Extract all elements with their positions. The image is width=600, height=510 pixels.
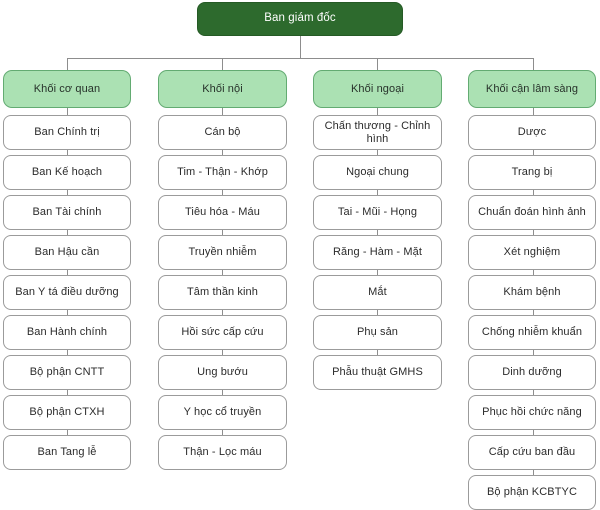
node-item-ban-hanh-chinh[interactable]: Ban Hành chính	[3, 315, 131, 350]
connector	[67, 350, 68, 355]
connector	[533, 108, 534, 115]
node-item-ban-y-ta-dieu-duong[interactable]: Ban Y tá điều dưỡng	[3, 275, 131, 310]
connector	[377, 190, 378, 195]
node-item-ban-tai-chinh[interactable]: Ban Tài chính	[3, 195, 131, 230]
connector	[222, 190, 223, 195]
connector	[533, 310, 534, 315]
connector	[222, 58, 223, 70]
node-group-khoi-ngoai[interactable]: Khối ngoại	[313, 70, 442, 108]
node-item-tim-than-khop[interactable]: Tim - Thận - Khớp	[158, 155, 287, 190]
connector	[533, 190, 534, 195]
node-item-ban-chinh-tri[interactable]: Ban Chính trị	[3, 115, 131, 150]
connector	[222, 390, 223, 395]
connector	[533, 430, 534, 435]
connector	[67, 150, 68, 155]
node-item-chong-nhiem-khuan[interactable]: Chống nhiễm khuẩn	[468, 315, 596, 350]
node-item-ban-tang-le[interactable]: Ban Tang lễ	[3, 435, 131, 470]
connector	[222, 430, 223, 435]
node-item-mat[interactable]: Mắt	[313, 275, 442, 310]
connector	[67, 430, 68, 435]
node-item-tieu-hoa-mau[interactable]: Tiêu hóa - Máu	[158, 195, 287, 230]
node-item-chuan-doan-hinh-anh[interactable]: Chuẩn đoán hình ảnh	[468, 195, 596, 230]
node-item-ung-buou[interactable]: Ung bướu	[158, 355, 287, 390]
node-item-can-bo[interactable]: Cán bộ	[158, 115, 287, 150]
node-group-khoi-noi[interactable]: Khối nội	[158, 70, 287, 108]
connector	[377, 350, 378, 355]
connector	[533, 150, 534, 155]
node-item-dinh-duong[interactable]: Dinh dưỡng	[468, 355, 596, 390]
connector	[377, 230, 378, 235]
node-item-bo-phan-ctxh[interactable]: Bộ phận CTXH	[3, 395, 131, 430]
connector	[67, 108, 68, 115]
node-item-ban-hau-can[interactable]: Ban Hậu cần	[3, 235, 131, 270]
node-item-bo-phan-cntt[interactable]: Bộ phận CNTT	[3, 355, 131, 390]
connector	[533, 58, 534, 70]
node-item-tai-mui-hong[interactable]: Tai - Mũi - Họng	[313, 195, 442, 230]
connector	[222, 108, 223, 115]
node-group-khoi-co-quan[interactable]: Khối cơ quan	[3, 70, 131, 108]
connector	[377, 108, 378, 115]
node-item-y-hoc-co-truyen[interactable]: Y học cổ truyền	[158, 395, 287, 430]
node-item-truyen-nhiem[interactable]: Truyền nhiễm	[158, 235, 287, 270]
node-item-xet-nghiem[interactable]: Xét nghiệm	[468, 235, 596, 270]
connector	[533, 350, 534, 355]
node-item-phau-thuat-gmhs[interactable]: Phẫu thuật GMHS	[313, 355, 442, 390]
node-item-cap-cuu-ban-dau[interactable]: Cấp cứu ban đầu	[468, 435, 596, 470]
node-item-ban-ke-hoach[interactable]: Ban Kế hoạch	[3, 155, 131, 190]
node-item-phu-san[interactable]: Phụ sản	[313, 315, 442, 350]
node-item-trang-bi[interactable]: Trang bị	[468, 155, 596, 190]
connector	[222, 350, 223, 355]
connector	[67, 390, 68, 395]
connector	[67, 230, 68, 235]
node-item-duoc[interactable]: Dược	[468, 115, 596, 150]
connector	[377, 58, 378, 70]
connector	[67, 58, 533, 59]
node-group-khoi-can-lam-sang[interactable]: Khối cận lâm sàng	[468, 70, 596, 108]
connector	[300, 36, 301, 58]
node-item-than-loc-mau[interactable]: Thận - Lọc máu	[158, 435, 287, 470]
connector	[67, 58, 68, 70]
node-item-ngoai-chung[interactable]: Ngoại chung	[313, 155, 442, 190]
connector	[222, 310, 223, 315]
node-item-kham-benh[interactable]: Khám bệnh	[468, 275, 596, 310]
node-item-hoi-suc-cap-cuu[interactable]: Hồi sức cấp cứu	[158, 315, 287, 350]
connector	[533, 390, 534, 395]
connector	[377, 270, 378, 275]
connector	[533, 270, 534, 275]
node-root[interactable]: Ban giám đốc	[197, 2, 403, 36]
connector	[67, 310, 68, 315]
node-item-rang-ham-mat[interactable]: Răng - Hàm - Mặt	[313, 235, 442, 270]
connector	[222, 270, 223, 275]
node-item-tam-than-kinh[interactable]: Tâm thần kinh	[158, 275, 287, 310]
connector	[533, 230, 534, 235]
connector	[222, 230, 223, 235]
connector	[377, 310, 378, 315]
node-item-bo-phan-kcbtyc[interactable]: Bộ phận KCBTYC	[468, 475, 596, 510]
node-item-phuc-hoi-chuc-nang[interactable]: Phục hồi chức năng	[468, 395, 596, 430]
node-item-chan-thuong-chinh-hinh[interactable]: Chấn thương - Chỉnh hình	[313, 115, 442, 150]
connector	[533, 470, 534, 475]
connector	[67, 270, 68, 275]
connector	[377, 150, 378, 155]
connector	[67, 190, 68, 195]
connector	[222, 150, 223, 155]
